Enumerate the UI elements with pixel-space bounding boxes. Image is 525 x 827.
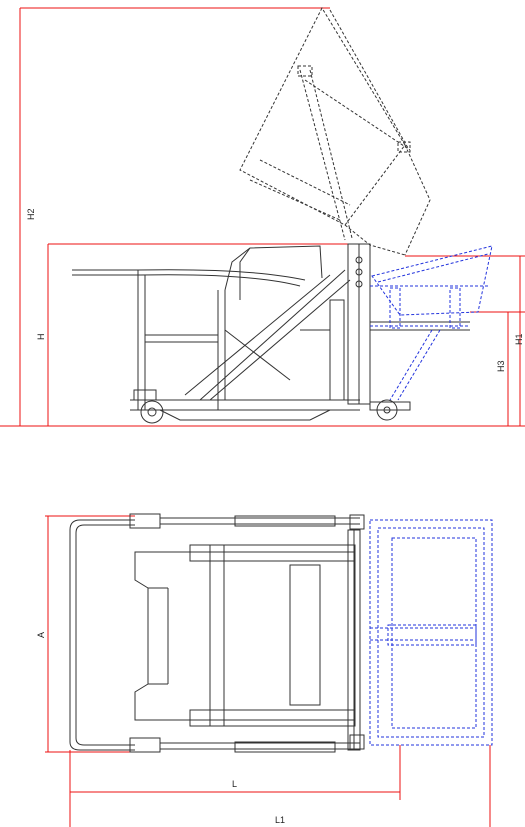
side-view: H2 H H1 H3 bbox=[0, 6, 525, 427]
label-h3: H3 bbox=[496, 360, 506, 372]
wheels bbox=[133, 389, 411, 424]
top-bin bbox=[134, 514, 365, 751]
label-h1: H1 bbox=[514, 333, 524, 345]
label-l1: L1 bbox=[275, 815, 285, 825]
top-receiving-container bbox=[369, 519, 493, 746]
top-frame bbox=[69, 513, 360, 753]
rear-wheel bbox=[140, 400, 164, 424]
top-view-dimensions bbox=[45, 515, 491, 827]
lift-column bbox=[184, 243, 470, 405]
label-l: L bbox=[232, 779, 237, 789]
label-h: H bbox=[36, 334, 46, 341]
label-a: A bbox=[36, 632, 46, 638]
side-view-dimensions bbox=[0, 7, 525, 427]
receiving-container-outline bbox=[370, 245, 493, 401]
raised-bin-outline bbox=[239, 6, 431, 256]
top-view: A L L1 bbox=[36, 513, 493, 827]
trolley-frame bbox=[72, 245, 360, 421]
label-h2: H2 bbox=[26, 208, 36, 220]
